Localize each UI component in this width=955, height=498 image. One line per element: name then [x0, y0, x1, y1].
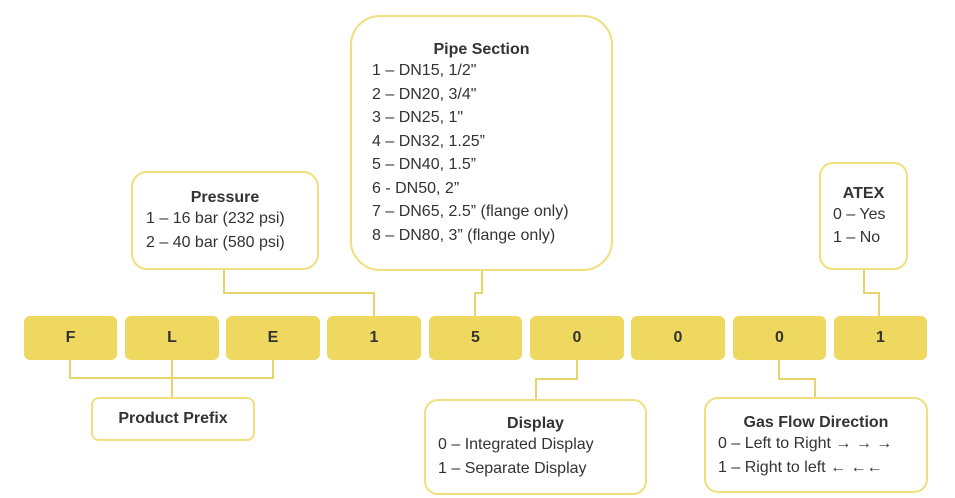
list-item: 6 - DN50, 2” [372, 179, 460, 197]
connector-gas-flow [778, 360, 816, 398]
code-cell-gas-flow: 0 [733, 316, 826, 360]
code-cell-l: L [125, 316, 219, 360]
list-item: 1 – 16 bar (232 psi) [146, 210, 285, 227]
pipe-section-box: Pipe Section 1 – DN15, 1/2" 2 – DN20, 3/… [350, 15, 613, 271]
list-item: 1 – No [833, 229, 881, 246]
list-item: 1 – Separate Display [438, 460, 587, 477]
connector-atex [863, 270, 880, 316]
list-item: 3 – DN25, 1" [372, 109, 464, 126]
list-item: 0 – Integrated Display [438, 436, 594, 453]
list-item: 0 – Yes [833, 206, 886, 223]
connector-display [535, 360, 578, 400]
code-cell-display: 0 [530, 316, 624, 360]
code-cell-pressure: 1 [327, 316, 421, 360]
list-item: 8 – DN80, 3” (flange only) [372, 226, 556, 244]
atex-box: ATEX 0 – Yes 1 – No [819, 162, 908, 270]
product-prefix-title: Product Prefix [118, 410, 228, 427]
pressure-box: Pressure 1 – 16 bar (232 psi) 2 – 40 bar… [131, 171, 319, 270]
atex-title: ATEX [842, 185, 885, 202]
pipe-section-list: 1 – DN15, 1/2" 2 – DN20, 3/4" 3 – DN25, … [372, 59, 611, 247]
product-prefix-box: Product Prefix [91, 397, 255, 441]
list-item: 2 – 40 bar (580 psi) [146, 234, 285, 251]
display-box: Display 0 – Integrated Display 1 – Separ… [424, 399, 647, 495]
connector-pressure [223, 270, 375, 316]
gas-flow-direction-box: Gas Flow Direction 0 – Left to Right → →… [704, 397, 928, 493]
code-cell-pipe-section: 5 [429, 316, 522, 360]
atex-list: 0 – Yes 1 – No [833, 203, 906, 249]
display-title: Display [507, 415, 564, 432]
code-cell-atex: 1 [834, 316, 927, 360]
list-item: 1 – DN15, 1/2" [372, 62, 477, 79]
pressure-list: 1 – 16 bar (232 psi) 2 – 40 bar (580 psi… [146, 207, 317, 255]
list-item: 4 – DN32, 1.25” [372, 132, 485, 150]
display-list: 0 – Integrated Display 1 – Separate Disp… [438, 433, 645, 481]
list-item: 7 – DN65, 2.5” (flange only) [372, 203, 569, 220]
list-item: 1 – Right to left ← ←← [718, 459, 883, 476]
pipe-section-title: Pipe Section [433, 41, 530, 58]
code-cell-e: E [226, 316, 320, 360]
connector-pipe-section [474, 270, 483, 316]
code-cell-f: F [24, 316, 117, 360]
code-cell-reserved: 0 [631, 316, 725, 360]
gas-flow-direction-title: Gas Flow Direction [743, 414, 889, 431]
gas-flow-direction-list: 0 – Left to Right → → → 1 – Right to lef… [718, 432, 926, 480]
list-item: 0 – Left to Right → → → [718, 435, 893, 452]
pressure-title: Pressure [190, 189, 260, 206]
list-item: 5 – DN40, 1.5” [372, 156, 477, 173]
list-item: 2 – DN20, 3/4" [372, 85, 477, 103]
